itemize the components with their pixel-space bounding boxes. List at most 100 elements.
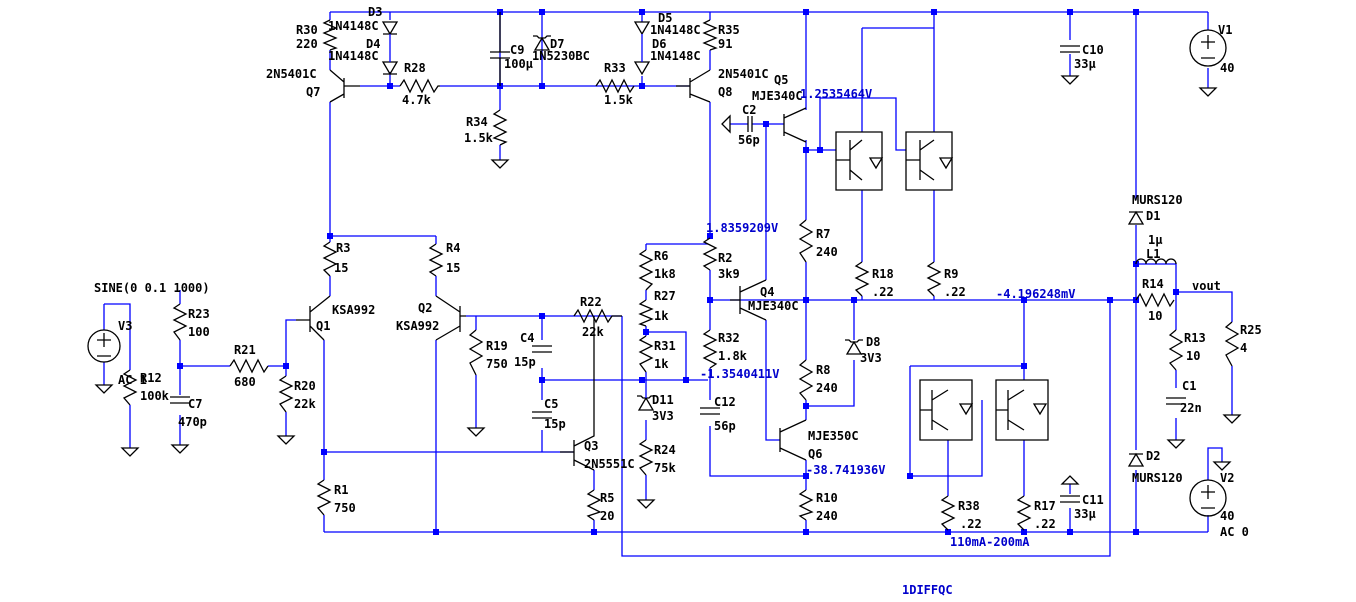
svg-text:680: 680 [234, 375, 256, 389]
svg-text:2N5551C: 2N5551C [584, 457, 635, 471]
svg-text:MJE350C: MJE350C [808, 429, 859, 443]
svg-text:R14: R14 [1142, 277, 1164, 291]
svg-text:AC 0: AC 0 [1220, 525, 1249, 539]
svg-text:R19: R19 [486, 339, 508, 353]
svg-text:15: 15 [446, 261, 460, 275]
resistor-r4 [428, 243, 444, 277]
resistor-r8 [798, 359, 814, 401]
zener-d7 [533, 35, 551, 51]
resistor-r25 [1224, 321, 1240, 367]
svg-text:D2: D2 [1146, 449, 1160, 463]
svg-text:750: 750 [334, 501, 356, 515]
voltage-annotations: 1.2535464V 1.8359209V -4.196248mV -1.354… [700, 87, 1075, 597]
svg-text:2N5401C: 2N5401C [718, 67, 769, 81]
zener-d11 [637, 395, 655, 411]
resistor-r9 [926, 261, 942, 297]
resistor-r20 [278, 375, 294, 413]
svg-text:R8: R8 [816, 363, 830, 377]
svg-text:R22: R22 [580, 295, 602, 309]
svg-text:1k8: 1k8 [654, 267, 676, 281]
svg-text:1N4148C: 1N4148C [650, 49, 701, 63]
svg-text:1.5k: 1.5k [464, 131, 494, 145]
resistor-r33 [595, 78, 635, 94]
svg-text:D1: D1 [1146, 209, 1160, 223]
resistor-r35 [702, 19, 718, 51]
svg-text:MURS120: MURS120 [1132, 193, 1183, 207]
diode-d2 [1127, 452, 1145, 467]
svg-text:1k: 1k [654, 357, 669, 371]
svg-text:40: 40 [1220, 509, 1234, 523]
svg-text:240: 240 [816, 509, 838, 523]
svg-text:Q1: Q1 [316, 319, 330, 333]
svg-text:100: 100 [188, 325, 210, 339]
svg-text:R27: R27 [654, 289, 676, 303]
output-offset: -4.196248mV [996, 287, 1075, 301]
svg-text:R6: R6 [654, 249, 668, 263]
resistor-r17 [1016, 495, 1032, 531]
svg-text:91: 91 [718, 37, 732, 51]
svg-text:AC 1: AC 1 [118, 373, 147, 387]
svg-text:R17: R17 [1034, 499, 1056, 513]
svg-text:vout: vout [1192, 279, 1221, 293]
resistor-r10 [798, 489, 814, 521]
svg-text:SINE(0 0.1 1000): SINE(0 0.1 1000) [94, 281, 210, 295]
svg-text:R3: R3 [336, 241, 350, 255]
resistor-r1 [316, 479, 332, 516]
svg-text:C11: C11 [1082, 493, 1104, 507]
svg-text:R9: R9 [944, 267, 958, 281]
diode-d5 [633, 21, 651, 36]
svg-text:Q5: Q5 [774, 73, 788, 87]
svg-text:1N5230BC: 1N5230BC [532, 49, 590, 63]
diode-d6 [633, 61, 651, 76]
svg-text:Q6: Q6 [808, 447, 822, 461]
resistor-r3 [322, 241, 338, 277]
svg-text:C5: C5 [544, 397, 558, 411]
capacitor-c11 [1060, 495, 1080, 503]
svg-text:V3: V3 [118, 319, 132, 333]
svg-text:4: 4 [1240, 341, 1247, 355]
junctions [177, 9, 1179, 535]
source-v3 [87, 329, 121, 363]
svg-text:KSA992: KSA992 [396, 319, 439, 333]
svg-text:75k: 75k [654, 461, 676, 475]
q6-voltage: -38.741936V [806, 463, 885, 477]
capacitor-c1 [1166, 397, 1186, 405]
resistor-r22 [573, 308, 622, 324]
resistor-r30 [322, 19, 338, 51]
capacitor-c12 [700, 407, 720, 415]
svg-text:1µ: 1µ [1148, 233, 1162, 247]
svg-text:V2: V2 [1220, 471, 1234, 485]
svg-text:.22: .22 [960, 517, 982, 531]
svg-text:R30: R30 [296, 23, 318, 37]
svg-text:V1: V1 [1218, 23, 1232, 37]
svg-text:22n: 22n [1180, 401, 1202, 415]
svg-text:240: 240 [816, 245, 838, 259]
r2-voltage: 1.8359209V [706, 221, 778, 235]
svg-text:R5: R5 [600, 491, 614, 505]
svg-text:R23: R23 [188, 307, 210, 321]
footer-label: 1DIFFQC [902, 583, 953, 597]
svg-text:R2: R2 [718, 251, 732, 265]
svg-text:220: 220 [296, 37, 318, 51]
transistor-q8 [676, 69, 711, 103]
resistor-r7 [798, 219, 814, 263]
svg-text:33µ: 33µ [1074, 57, 1096, 71]
svg-text:4.7k: 4.7k [402, 93, 432, 107]
svg-text:2N5401C: 2N5401C [266, 67, 317, 81]
svg-text:C2: C2 [742, 103, 756, 117]
svg-text:C10: C10 [1082, 43, 1104, 57]
svg-text:240: 240 [816, 381, 838, 395]
svg-text:C9: C9 [510, 43, 524, 57]
svg-text:R34: R34 [466, 115, 488, 129]
svg-text:C12: C12 [714, 395, 736, 409]
svg-text:R4: R4 [446, 241, 460, 255]
svg-text:R38: R38 [958, 499, 980, 513]
svg-text:R33: R33 [604, 61, 626, 75]
resistor-r19 [468, 329, 484, 376]
bias-current-note: 110mA-200mA [950, 535, 1030, 549]
svg-text:Q7: Q7 [306, 85, 320, 99]
svg-text:10: 10 [1186, 349, 1200, 363]
svg-text:C1: C1 [1182, 379, 1196, 393]
output-igbt-bot-1 [919, 379, 974, 441]
svg-text:D7: D7 [550, 37, 564, 51]
